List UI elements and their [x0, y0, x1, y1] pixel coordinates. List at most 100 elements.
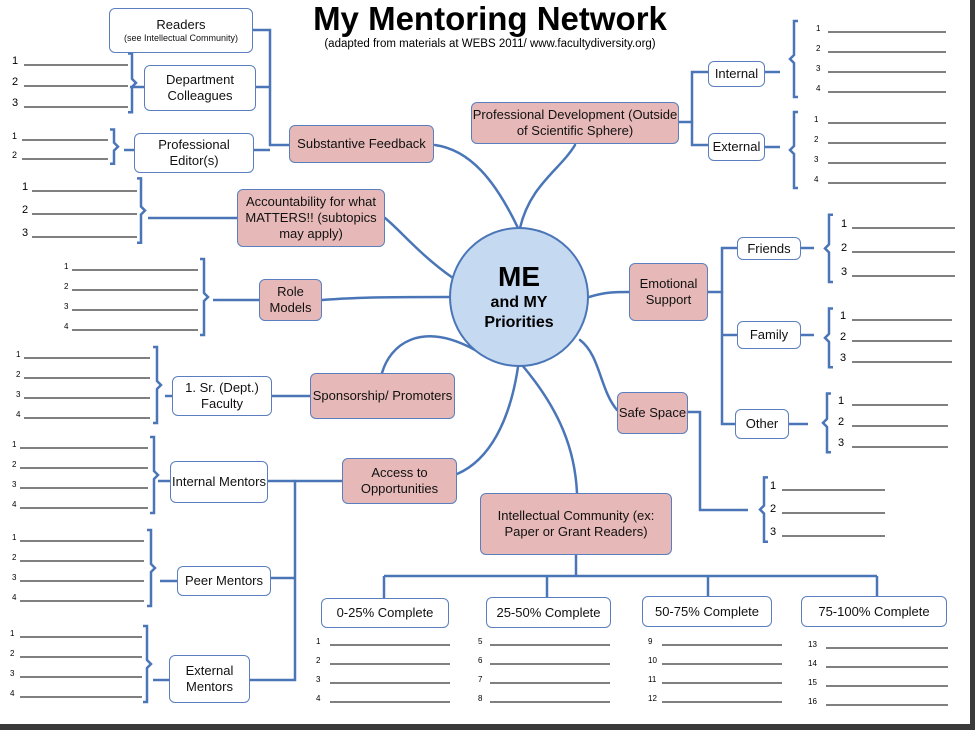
blank-number-internal-mentors-4: 4 — [12, 500, 17, 509]
blank-number-accountability-1: 1 — [22, 181, 28, 193]
blank-number-professional-editors-1: 1 — [12, 131, 17, 141]
blank-number-peer-mentors-2: 2 — [12, 553, 17, 562]
blank-number-other-1: 1 — [838, 395, 844, 407]
complete-25-50-node: 25-50% Complete — [486, 597, 611, 628]
blank-number-complete-50-75-9: 9 — [648, 637, 653, 646]
blank-number-dept-colleagues-3: 3 — [12, 97, 18, 109]
blank-number-complete-50-75-12: 12 — [648, 694, 657, 703]
blank-number-sr-faculty-1: 1 — [16, 350, 21, 359]
bracket-dept-colleagues — [128, 52, 138, 114]
bracket-safe-space — [758, 476, 768, 543]
blank-number-complete-50-75-10: 10 — [648, 656, 657, 665]
blank-number-complete-25-50-8: 8 — [478, 694, 483, 703]
blank-number-complete-0-25-3: 3 — [316, 675, 321, 684]
connector-sponsorship — [380, 335, 477, 375]
connector-accountability — [383, 216, 455, 280]
emotional-support-node: Emotional Support — [629, 263, 708, 321]
blank-number-sr-faculty-2: 2 — [16, 370, 21, 379]
friends-node: Friends — [737, 237, 801, 260]
blank-number-complete-25-50-6: 6 — [478, 656, 483, 665]
family-node: Family — [737, 321, 801, 349]
connector-emotional — [587, 290, 631, 299]
blank-number-dept-colleagues-2: 2 — [12, 76, 18, 88]
blank-number-role-models-2: 2 — [64, 282, 69, 291]
intellectual-community-node: Intellectual Community (ex: Paper or Gra… — [480, 493, 672, 555]
complete-75-100-node: 75-100% Complete — [801, 596, 947, 627]
blank-number-external-4: 4 — [814, 175, 819, 184]
page-subtitle: (adapted from materials at WEBS 2011/ ww… — [324, 38, 656, 50]
blank-number-external-1: 1 — [814, 115, 819, 124]
internal-node: Internal — [708, 61, 765, 87]
blank-number-sr-faculty-3: 3 — [16, 390, 21, 399]
bracket-sr-faculty — [153, 345, 163, 425]
blank-number-peer-mentors-3: 3 — [12, 573, 17, 582]
blank-number-external-mentors-3: 3 — [10, 669, 15, 678]
readers-node: Readers (see Intellectual Community) — [109, 8, 253, 53]
connector-safe-space — [578, 338, 619, 412]
blank-number-internal-4: 4 — [816, 84, 821, 93]
access-opportunities-node: Access to Opportunities — [342, 458, 457, 504]
blank-number-peer-mentors-4: 4 — [12, 593, 17, 602]
blank-number-role-models-1: 1 — [64, 262, 69, 271]
bracket-role-models — [200, 257, 210, 337]
blank-number-complete-25-50-7: 7 — [478, 675, 483, 684]
blank-number-internal-mentors-3: 3 — [12, 480, 17, 489]
department-colleagues-node: Department Colleagues — [144, 65, 256, 111]
accountability-node: Accountability for what MATTERS!! (subto… — [237, 189, 385, 247]
blank-number-family-3: 3 — [840, 352, 846, 364]
sr-faculty-node: 1. Sr. (Dept.) Faculty — [172, 376, 272, 416]
connector-access — [455, 365, 520, 476]
blank-number-internal-1: 1 — [816, 24, 821, 33]
bracket-family — [823, 307, 833, 369]
bracket-accountability — [137, 177, 147, 244]
external-mentors-node: External Mentors — [169, 655, 250, 703]
center-label-and-my: and MY — [490, 294, 548, 311]
blank-number-external-mentors-1: 1 — [10, 629, 15, 638]
connector-intellectual — [520, 363, 579, 495]
blank-number-sr-faculty-4: 4 — [16, 410, 21, 419]
blank-number-internal-mentors-1: 1 — [12, 440, 17, 449]
connector-substantive-feedback — [433, 143, 520, 230]
complete-50-75-node: 50-75% Complete — [642, 596, 772, 627]
blank-number-complete-75-100-16: 16 — [808, 697, 817, 706]
blank-number-accountability-3: 3 — [22, 227, 28, 239]
blank-number-external-2: 2 — [814, 135, 819, 144]
internal-mentors-node: Internal Mentors — [170, 461, 268, 503]
page-title: My Mentoring Network — [313, 0, 667, 37]
professional-development-node: Professional Development (Outside of Sci… — [471, 102, 679, 144]
bracket-external — [788, 110, 798, 190]
readers-label: Readers — [156, 17, 206, 32]
blank-number-internal-3: 3 — [816, 64, 821, 73]
blank-number-complete-50-75-11: 11 — [648, 675, 657, 684]
bracket-other — [821, 392, 831, 454]
blank-number-professional-editors-2: 2 — [12, 150, 17, 160]
role-models-node: Role Models — [259, 279, 322, 321]
blank-number-other-2: 2 — [838, 416, 844, 428]
blank-number-complete-25-50-5: 5 — [478, 637, 483, 646]
readers-sublabel: (see Intellectual Community) — [123, 33, 239, 43]
safe-space-node: Safe Space — [617, 392, 688, 434]
center-label-priorities: Priorities — [484, 314, 554, 331]
substantive-feedback-node: Substantive Feedback — [289, 125, 434, 163]
sponsorship-node: Sponsorship/ Promoters — [310, 373, 455, 419]
professional-editors-node: Professional Editor(s) — [134, 133, 254, 173]
bracket-professional-editors — [110, 128, 120, 165]
bracket-internal-mentors — [150, 435, 160, 515]
external-node: External — [708, 133, 765, 161]
blank-number-family-1: 1 — [840, 310, 846, 322]
blank-number-family-2: 2 — [840, 331, 846, 343]
blank-number-role-models-3: 3 — [64, 302, 69, 311]
bracket-peer-mentors — [147, 528, 157, 608]
other-node: Other — [735, 409, 789, 439]
blank-number-complete-75-100-13: 13 — [808, 640, 817, 649]
blank-number-dept-colleagues-1: 1 — [12, 55, 18, 67]
me-center-node: ME and MY Priorities — [449, 227, 589, 367]
blank-number-accountability-2: 2 — [22, 204, 28, 216]
blank-number-internal-2: 2 — [816, 44, 821, 53]
blank-number-friends-2: 2 — [841, 242, 847, 254]
blank-number-role-models-4: 4 — [64, 322, 69, 331]
connector-prof-dev — [518, 143, 577, 230]
blank-number-safe-space-3: 3 — [770, 526, 776, 538]
